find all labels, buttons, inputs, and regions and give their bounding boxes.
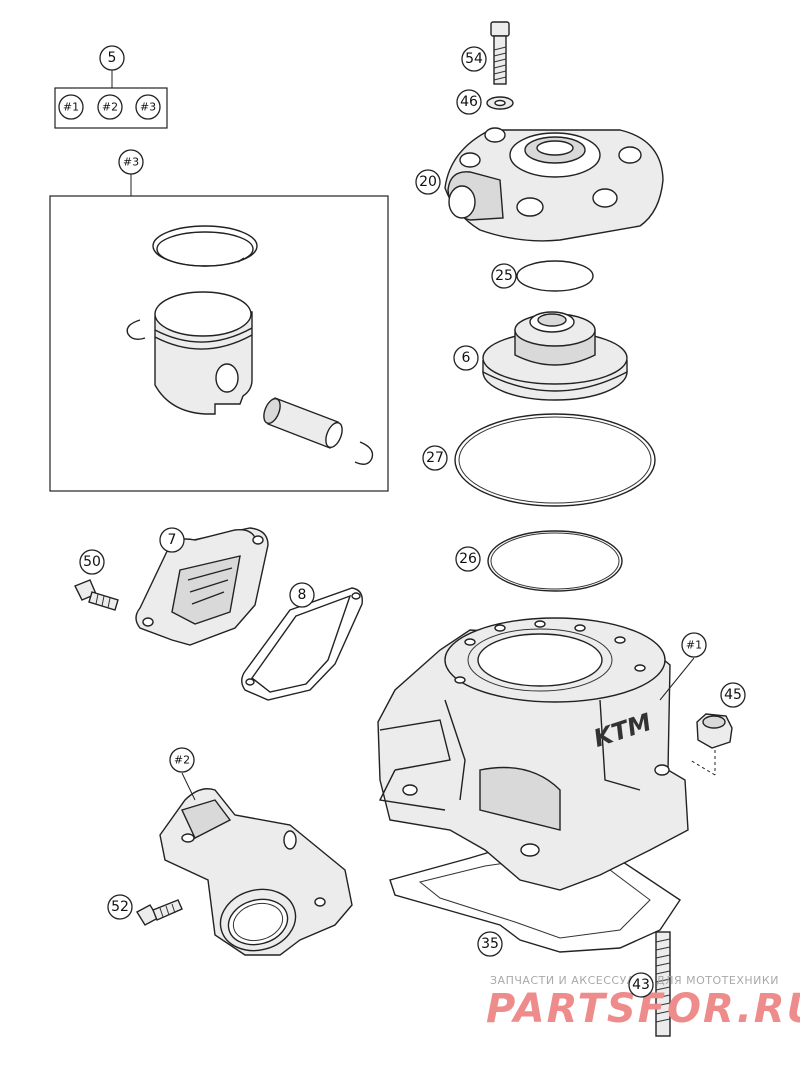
- callout-5[interactable]: 5: [99, 45, 125, 71]
- callout-43-label: 43: [632, 977, 650, 993]
- piston-kit-group: #3: [49, 149, 389, 492]
- callout-set-ref-1-label: #1: [63, 101, 79, 114]
- piston-ring[interactable]: [152, 225, 258, 267]
- circlip-left[interactable]: [126, 319, 146, 341]
- bolt-52[interactable]: [136, 899, 183, 926]
- callout-20-label: 20: [419, 174, 437, 190]
- o-ring-26[interactable]: [487, 530, 623, 592]
- callout-35[interactable]: 35: [477, 931, 503, 957]
- callout-set-ref-3-label: #3: [140, 101, 156, 114]
- callout-6-label: 6: [462, 350, 471, 366]
- intake-gasket-8[interactable]: [241, 587, 363, 701]
- exhaust-flange-ref-2[interactable]: [159, 788, 353, 959]
- circlip-right[interactable]: [354, 441, 374, 465]
- callout-27-label: 27: [426, 450, 444, 466]
- nut-45[interactable]: [689, 713, 733, 776]
- callout-set-ref-2[interactable]: #2: [97, 94, 123, 120]
- cylinder-head-20[interactable]: [444, 127, 664, 242]
- callout-7[interactable]: 7: [159, 527, 185, 553]
- callout-cylinder-ref-1-label: #1: [686, 639, 702, 652]
- callout-27[interactable]: 27: [422, 445, 448, 471]
- callout-5-label: 5: [108, 50, 117, 66]
- callout-piston-kit-ref-3-label: #3: [123, 156, 139, 169]
- cylinder-ref-1[interactable]: KTM: [377, 617, 689, 953]
- callout-50-label: 50: [83, 554, 101, 570]
- combustion-insert-6[interactable]: [482, 311, 628, 401]
- callout-45[interactable]: 45: [720, 682, 746, 708]
- kit-set-group: 5 #1 #2 #3: [54, 45, 168, 129]
- callout-52[interactable]: 52: [107, 894, 133, 920]
- callout-46-label: 46: [460, 94, 478, 110]
- callout-54[interactable]: 54: [461, 46, 487, 72]
- o-ring-25[interactable]: [516, 260, 594, 292]
- callout-piston-kit-ref-3[interactable]: #3: [118, 149, 144, 175]
- callout-43[interactable]: 43: [628, 972, 654, 998]
- intake-block-7[interactable]: [135, 527, 269, 646]
- callout-7-label: 7: [168, 532, 177, 548]
- callout-45-label: 45: [724, 687, 742, 703]
- callout-20[interactable]: 20: [415, 169, 441, 195]
- callout-52-label: 52: [111, 899, 129, 915]
- callout-26[interactable]: 26: [455, 546, 481, 572]
- callout-exhaust-ref-2[interactable]: #2: [169, 747, 196, 801]
- stud-43[interactable]: [655, 931, 671, 1037]
- piston[interactable]: [154, 291, 253, 415]
- callout-25-label: 25: [495, 268, 513, 284]
- bolt-50[interactable]: [74, 579, 119, 611]
- callout-exhaust-ref-2-label: #2: [174, 754, 190, 767]
- piston-pin[interactable]: [261, 396, 346, 449]
- callout-35-label: 35: [481, 936, 499, 952]
- callout-26-label: 26: [459, 551, 477, 567]
- callout-set-ref-2-label: #2: [102, 101, 118, 114]
- bolt-54[interactable]: [490, 21, 510, 85]
- callout-set-ref-1[interactable]: #1: [58, 94, 84, 120]
- callout-set-ref-3[interactable]: #3: [135, 94, 161, 120]
- o-ring-27[interactable]: [454, 413, 656, 507]
- callout-6[interactable]: 6: [453, 345, 479, 371]
- callout-8[interactable]: 8: [289, 582, 315, 608]
- callout-46[interactable]: 46: [456, 89, 482, 115]
- washer-46[interactable]: [486, 96, 514, 110]
- callout-cylinder-ref-1[interactable]: #1: [659, 632, 707, 701]
- callout-8-label: 8: [298, 587, 307, 603]
- callout-50[interactable]: 50: [79, 549, 105, 575]
- callout-25[interactable]: 25: [491, 263, 517, 289]
- callout-54-label: 54: [465, 51, 483, 67]
